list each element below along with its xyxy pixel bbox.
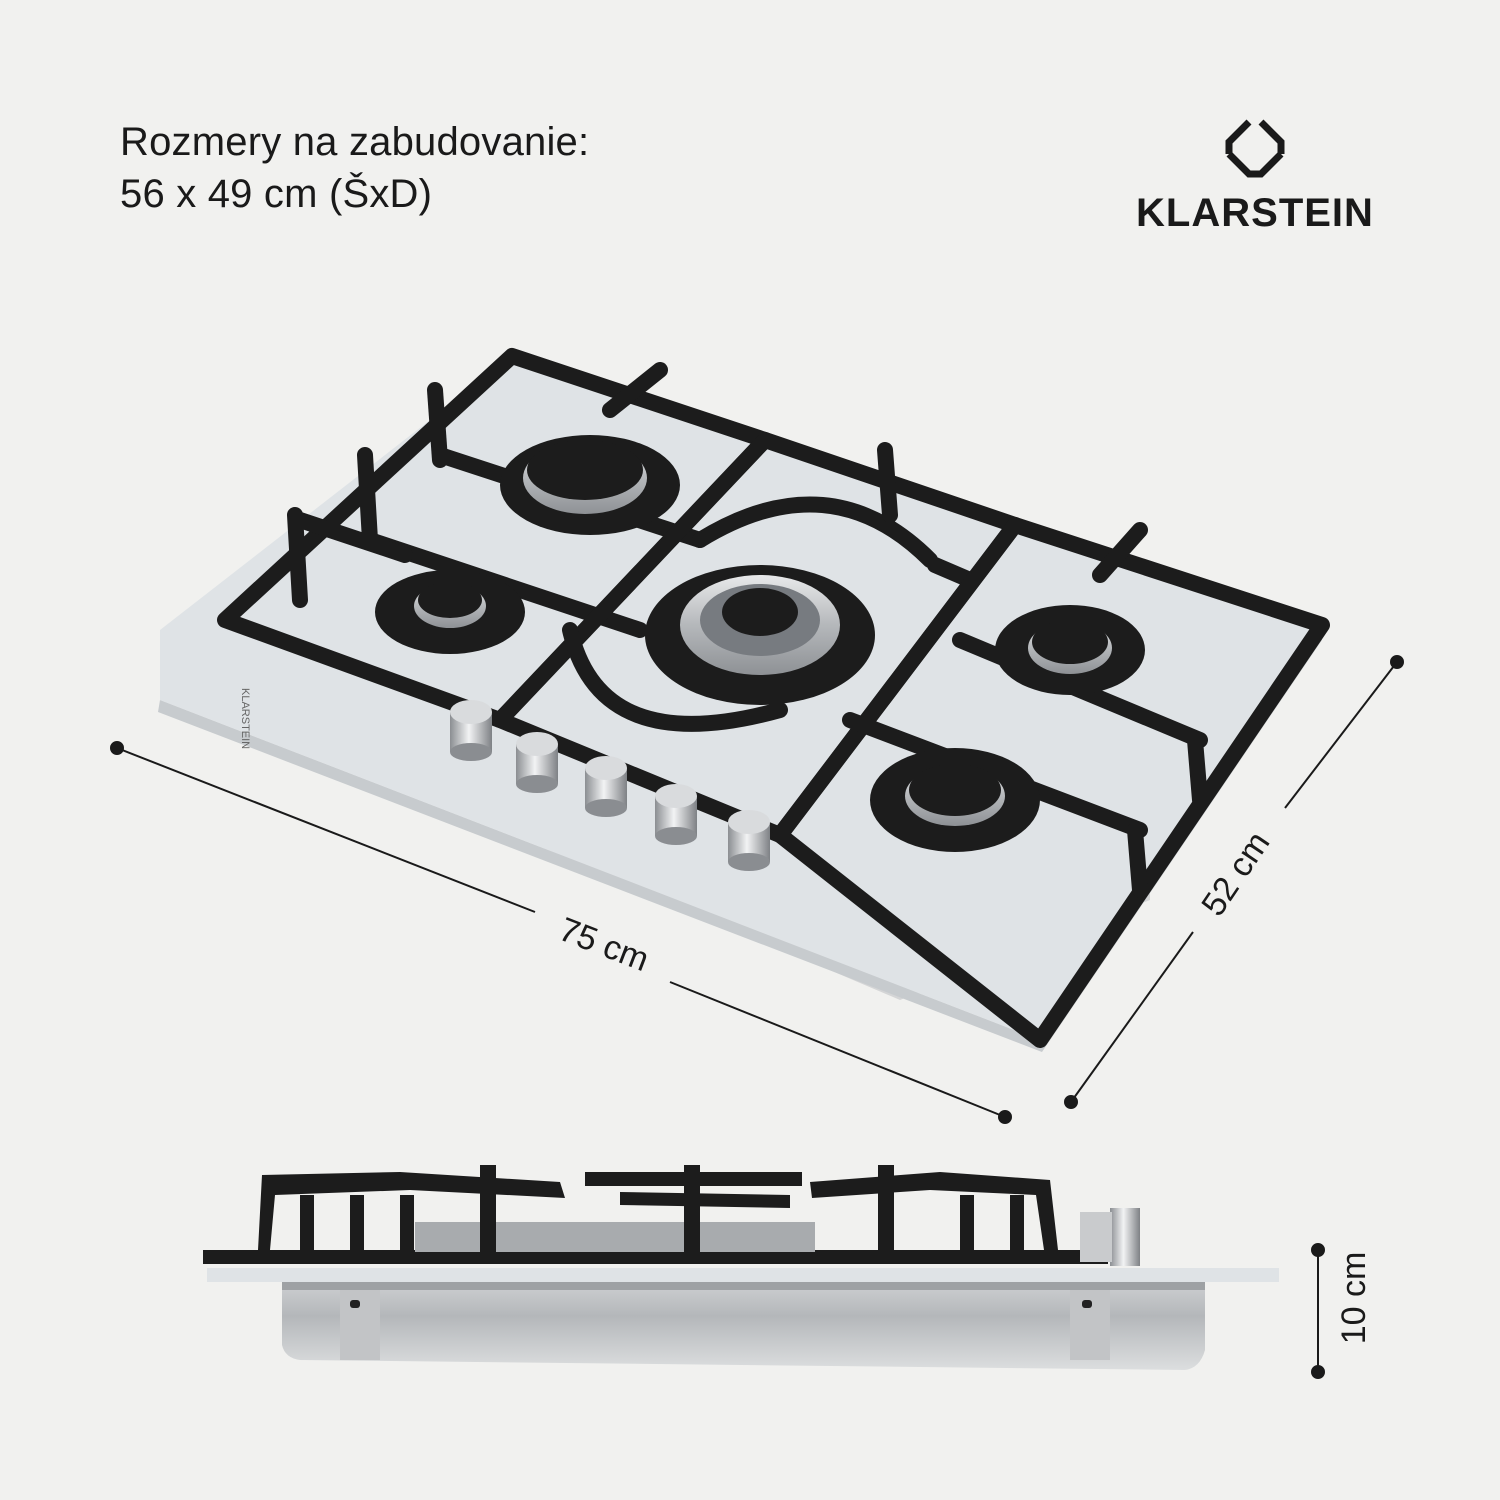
- control-knobs: [450, 700, 770, 871]
- width-label: 75 cm: [554, 910, 654, 979]
- hob-top-view: KLARSTEIN: [158, 348, 1330, 1052]
- knob-2: [516, 732, 558, 793]
- headline-line-1: Rozmery na zabudovanie:: [120, 120, 590, 164]
- headline-line-2: 56 x 49 cm (ŠxD): [120, 172, 433, 216]
- side-tray: [282, 1280, 1205, 1370]
- hob-side-view: [203, 1165, 1279, 1370]
- panel-logo: KLARSTEIN: [239, 688, 251, 749]
- brand-name: KLARSTEIN: [1136, 191, 1374, 235]
- klarstein-logo-icon: [1225, 119, 1285, 178]
- burner-front-right: [870, 748, 1040, 852]
- depth-dimension: [1064, 655, 1404, 1109]
- side-glass: [207, 1268, 1279, 1282]
- knob-4: [655, 784, 697, 845]
- knob-3: [585, 756, 627, 817]
- burner-wok-center: [645, 565, 875, 705]
- burner-front-left: [375, 570, 525, 654]
- knob-1: [450, 700, 492, 761]
- width-dimension: [110, 741, 1012, 1124]
- height-dimension: [1311, 1243, 1325, 1379]
- knob-5: [728, 810, 770, 871]
- height-label: 10 cm: [1335, 1252, 1373, 1345]
- side-knob: [1110, 1208, 1140, 1266]
- panel-logo-text: KLARSTEIN: [239, 688, 251, 749]
- burner-back-right: [995, 605, 1145, 695]
- side-grates: [258, 1165, 1058, 1255]
- depth-label: 52 cm: [1194, 825, 1277, 923]
- headline: Rozmery na zabudovanie: 56 x 49 cm (ŠxD): [120, 116, 589, 220]
- brand-block: KLARSTEIN: [1125, 118, 1385, 236]
- burner-back-left: [500, 435, 680, 535]
